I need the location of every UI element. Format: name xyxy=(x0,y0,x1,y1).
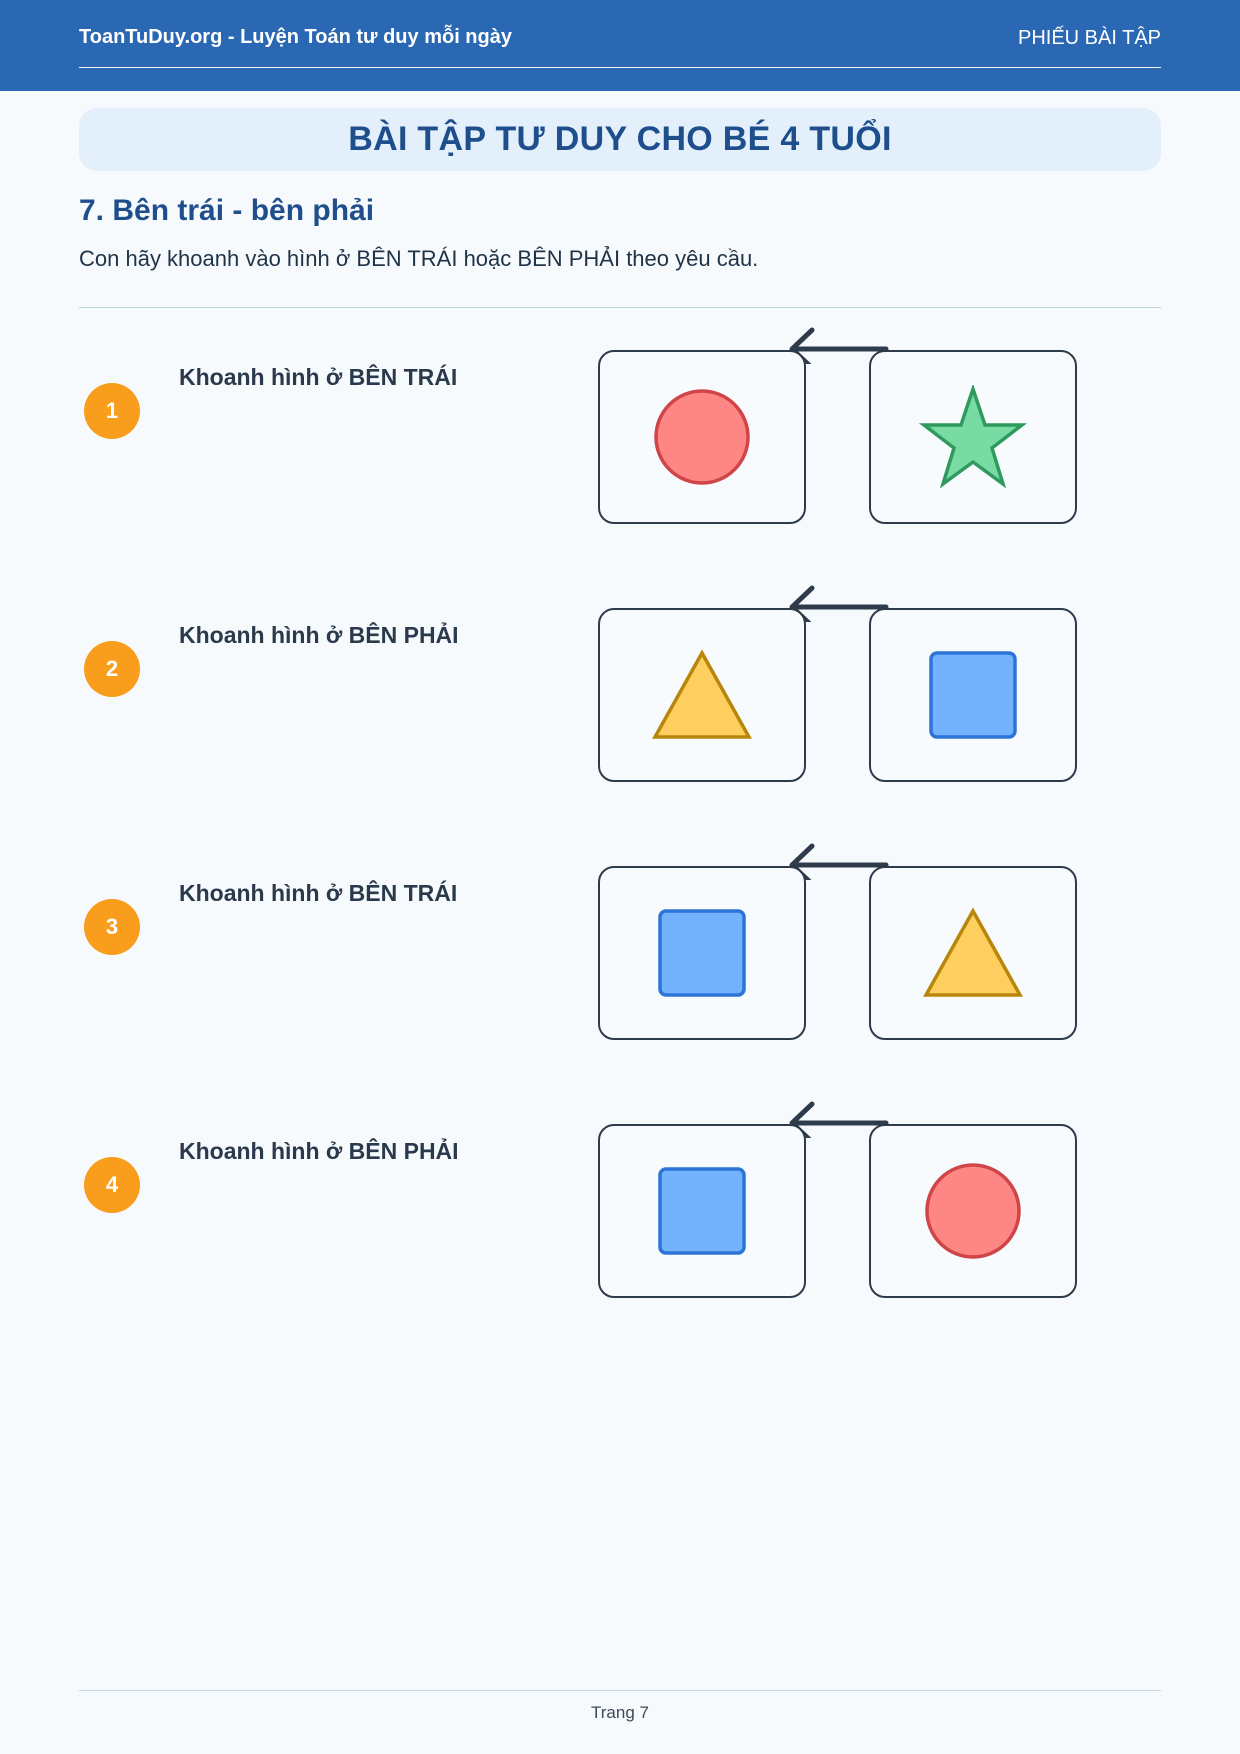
red-circle-icon xyxy=(925,1163,1021,1259)
title-banner: BÀI TẬP TƯ DUY CHO BÉ 4 TUỔI xyxy=(79,108,1161,171)
exercise-number-badge: 4 xyxy=(84,1157,140,1213)
page-header: ToanTuDuy.org - Luyện Toán tư duy mỗi ng… xyxy=(0,0,1240,91)
section-title: 7. Bên trái - bên phải xyxy=(79,194,375,227)
left-shape-box[interactable] xyxy=(598,1124,806,1298)
exercise-prompt: Khoanh hình ở BÊN TRÁI xyxy=(179,880,458,906)
page-title: BÀI TẬP TƯ DUY CHO BÉ 4 TUỔI xyxy=(348,120,892,158)
exercise-prompt: Khoanh hình ở BÊN TRÁI xyxy=(179,364,458,390)
red-circle-icon xyxy=(654,389,750,485)
section-divider xyxy=(79,307,1161,308)
exercise-3: 3 Khoanh hình ở BÊN TRÁI xyxy=(0,836,1240,1056)
blue-square-icon xyxy=(658,1167,746,1255)
right-shape-box[interactable] xyxy=(869,350,1077,524)
exercise-2: 2 Khoanh hình ở BÊN PHẢI xyxy=(0,578,1240,798)
exercise-1: 1 Khoanh hình ở BÊN TRÁI xyxy=(0,320,1240,540)
right-shape-box[interactable] xyxy=(869,608,1077,782)
right-shape-box[interactable] xyxy=(869,866,1077,1040)
left-shape-box[interactable] xyxy=(598,866,806,1040)
exercise-number-badge: 1 xyxy=(84,383,140,439)
section-instruction: Con hãy khoanh vào hình ở BÊN TRÁI hoặc … xyxy=(79,246,759,271)
footer-divider xyxy=(79,1690,1161,1691)
yellow-triangle-icon xyxy=(652,649,752,739)
left-shape-box[interactable] xyxy=(598,608,806,782)
yellow-triangle-icon xyxy=(923,907,1023,997)
green-star-icon xyxy=(918,385,1028,489)
exercise-4: 4 Khoanh hình ở BÊN PHẢI xyxy=(0,1094,1240,1314)
blue-square-icon xyxy=(929,651,1017,739)
exercise-number-badge: 2 xyxy=(84,641,140,697)
exercise-prompt: Khoanh hình ở BÊN PHẢI xyxy=(179,1138,459,1164)
exercise-prompt: Khoanh hình ở BÊN PHẢI xyxy=(179,622,459,648)
exercise-number-badge: 3 xyxy=(84,899,140,955)
site-title: ToanTuDuy.org - Luyện Toán tư duy mỗi ng… xyxy=(79,26,512,48)
left-shape-box[interactable] xyxy=(598,350,806,524)
sheet-label: PHIẾU BÀI TẬP xyxy=(1017,27,1161,49)
page-number: Trang 7 xyxy=(591,1703,649,1722)
right-shape-box[interactable] xyxy=(869,1124,1077,1298)
header-bar: ToanTuDuy.org - Luyện Toán tư duy mỗi ng… xyxy=(79,0,1161,68)
blue-square-icon xyxy=(658,909,746,997)
